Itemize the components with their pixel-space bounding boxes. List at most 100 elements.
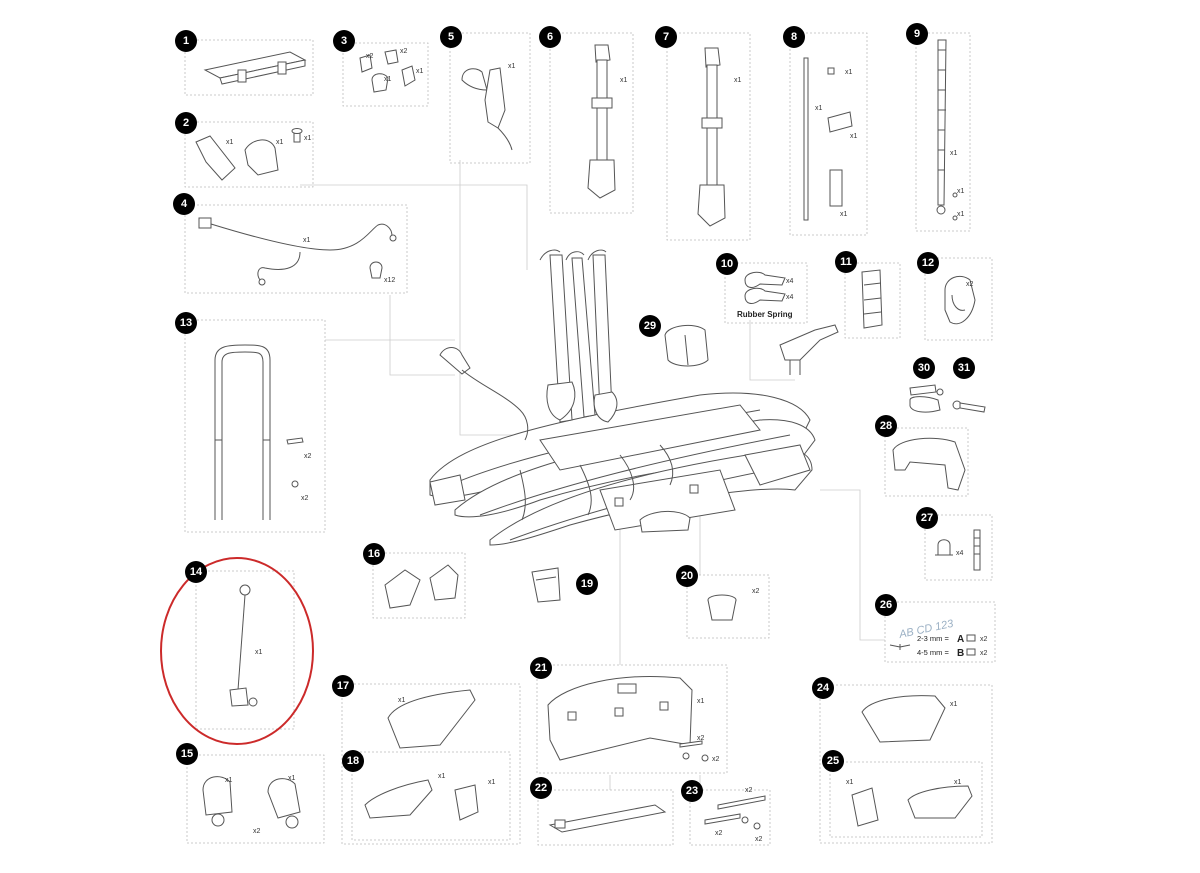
spacer-row-a-mm: 2-3 mm = — [917, 634, 950, 643]
callout-26-text: 26 — [880, 599, 892, 611]
highlight-ellipse — [160, 557, 314, 745]
callout-18-text: 18 — [347, 755, 359, 767]
callout-22 — [530, 777, 552, 799]
part-29-group — [664, 324, 709, 367]
callout-17-text: 17 — [337, 680, 349, 692]
callout-23 — [681, 780, 703, 802]
part-24-group: x1 — [819, 684, 993, 844]
callout-2 — [175, 112, 197, 134]
rubber-spring-label: Rubber Spring — [737, 310, 793, 319]
part-10-qty-a: x4 — [786, 278, 794, 285]
callout-18 — [342, 750, 364, 772]
callout-29 — [639, 315, 661, 337]
part-21-group: x1 x2 x2 — [536, 664, 728, 774]
part-15-group: x1 x1 x2 — [186, 754, 325, 844]
callout-6 — [539, 26, 561, 48]
callout-17 — [332, 675, 354, 697]
bike-rack-assembly — [429, 249, 816, 546]
part-8-qty-b: x1 — [815, 105, 823, 112]
callout-10-text: 10 — [721, 258, 733, 270]
part-13-group: x2 x2 — [184, 319, 326, 533]
part-4-qty-a: x1 — [303, 237, 311, 244]
callout-3-text: 3 — [341, 35, 347, 47]
part-1-group — [184, 39, 314, 96]
part-9-qty-b: x1 — [957, 188, 965, 195]
part-14-qty: x1 — [255, 649, 263, 656]
callout-6-text: 6 — [547, 31, 553, 43]
part-9-qty-a: x1 — [950, 150, 958, 157]
callout-12 — [917, 252, 939, 274]
part-19-group — [531, 567, 561, 603]
part-11-group — [844, 262, 901, 339]
part-27-qty: x4 — [956, 550, 964, 557]
callout-22-text: 22 — [535, 782, 547, 794]
part-13-qty-b: x2 — [301, 495, 309, 502]
part-5-qty: x1 — [508, 63, 516, 70]
callout-27 — [916, 507, 938, 529]
callout-8-text: 8 — [791, 31, 797, 43]
callout-28 — [875, 415, 897, 437]
callout-15 — [176, 743, 198, 765]
callout-27-text: 27 — [921, 512, 933, 524]
callout-1-text: 1 — [183, 35, 189, 47]
callout-26 — [875, 594, 897, 616]
callout-1 — [175, 30, 197, 52]
part-24-qty: x1 — [950, 701, 958, 708]
part-15-qty-a: x1 — [225, 777, 233, 784]
part-15-qty-b: x1 — [288, 775, 296, 782]
part-10-qty-b: x4 — [786, 294, 794, 301]
part-27-group: x4 — [924, 514, 993, 581]
callout-20 — [676, 565, 698, 587]
spacer-row-b-letter: B — [957, 648, 964, 659]
part-23-qty-b: x2 — [715, 830, 723, 837]
part-2-qty-c: x1 — [304, 135, 312, 142]
callout-31 — [953, 357, 975, 379]
part-8-qty-a: x1 — [845, 69, 853, 76]
callout-3 — [333, 30, 355, 52]
callout-25-text: 25 — [827, 755, 839, 767]
leader-lines — [300, 160, 885, 790]
part-4-qty-b: x12 — [384, 277, 395, 284]
callout-14 — [185, 561, 207, 583]
part-9-group: x1 x1 x1 — [915, 32, 971, 232]
part-21-qty-a: x1 — [697, 698, 705, 705]
part-21-qty-c: x2 — [712, 756, 720, 763]
part-9-qty-c: x1 — [957, 211, 965, 218]
callout-5 — [440, 26, 462, 48]
callout-4-text: 4 — [181, 198, 188, 210]
part-10-group: x4 x4 Rubber Spring — [724, 262, 808, 324]
callout-7-text: 7 — [663, 31, 669, 43]
part-26-group: AB CD 123 2-3 mm = A x2 4-5 mm = B x2 — [884, 601, 996, 663]
callout-15-text: 15 — [181, 748, 193, 760]
tilt-handle — [779, 324, 839, 375]
callout-20-text: 20 — [681, 570, 693, 582]
callout-24-text: 24 — [817, 682, 830, 694]
callout-28-text: 28 — [880, 420, 892, 432]
callout-30 — [913, 357, 935, 379]
callout-30-text: 30 — [918, 362, 930, 374]
part-30-group — [909, 384, 944, 413]
callout-5-text: 5 — [448, 31, 454, 43]
part-28-group — [884, 427, 969, 497]
callout-badges: 1 2 3 4 5 6 7 8 9 10 11 12 13 14 15 16 1 — [173, 23, 975, 802]
part-18-qty-a: x1 — [438, 773, 446, 780]
spacer-row-a-letter: A — [957, 634, 964, 645]
callout-14-text: 14 — [190, 566, 203, 578]
spacer-row-a-qty: x2 — [980, 636, 988, 643]
part-2-group: x1 x1 x1 — [184, 121, 314, 188]
callout-16-text: 16 — [368, 548, 380, 560]
part-5-group: x1 — [449, 32, 531, 164]
part-3-qty-c: x1 — [384, 76, 392, 83]
part-25-group: x1 x1 — [829, 761, 983, 838]
part-23-qty-a: x2 — [745, 787, 753, 794]
part-20-qty: x2 — [752, 588, 760, 595]
callout-21-text: 21 — [535, 662, 547, 674]
part-14-group: x1 — [160, 557, 314, 745]
part-12-qty: x2 — [966, 281, 974, 288]
callout-12-text: 12 — [922, 257, 934, 269]
part-23-group: x2 x2 x2 — [689, 787, 771, 846]
callout-9-text: 9 — [914, 28, 920, 40]
callout-2-text: 2 — [183, 117, 189, 129]
part-2-qty-b: x1 — [276, 139, 284, 146]
spacer-row-b-mm: 4-5 mm = — [917, 648, 950, 657]
